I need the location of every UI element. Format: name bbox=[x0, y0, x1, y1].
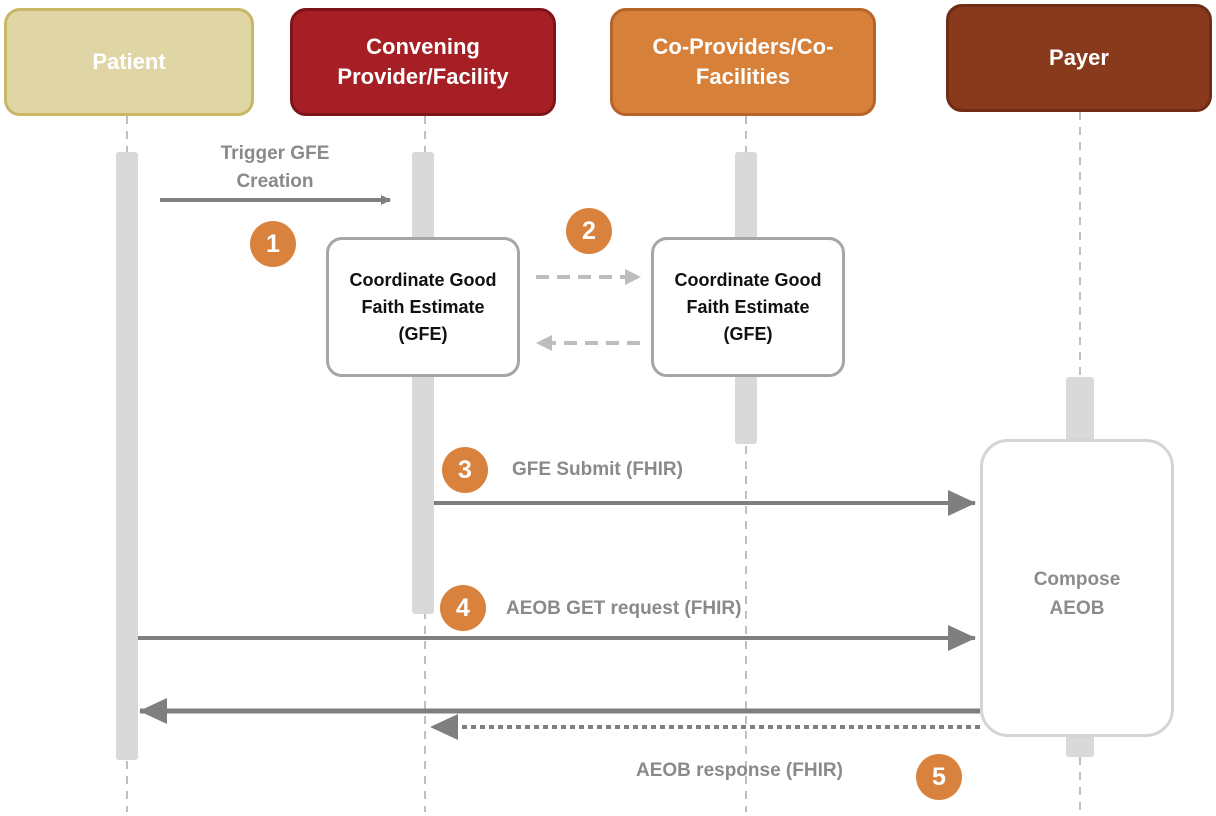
activation-bar-patient bbox=[116, 152, 138, 760]
label-gfe-submit: GFE Submit (FHIR) bbox=[512, 459, 683, 480]
label-aeob-get-request: AEOB GET request (FHIR) bbox=[506, 598, 742, 619]
compose-aeob-box: Compose AEOB bbox=[980, 439, 1174, 737]
step-badge-2: 2 bbox=[566, 208, 612, 254]
coordinate-gfe-box-convening: Coordinate Good Faith Estimate (GFE) bbox=[326, 237, 520, 377]
label-trigger-gfe-creation: Trigger GFE Creation bbox=[220, 143, 330, 192]
actor-patient: Patient bbox=[4, 8, 254, 116]
activation-bar-convening bbox=[412, 152, 434, 614]
actor-co-providers: Co-Providers/Co-Facilities bbox=[610, 8, 876, 116]
compose-aeob-text: Compose AEOB bbox=[1033, 569, 1121, 619]
step-badge-1: 1 bbox=[250, 221, 296, 267]
label-aeob-response: AEOB response (FHIR) bbox=[636, 760, 843, 781]
actor-payer: Payer bbox=[946, 4, 1212, 112]
coordinate-gfe-box-coproviders: Coordinate Good Faith Estimate (GFE) bbox=[651, 237, 845, 377]
coordinate-gfe-text: Coordinate Good Faith Estimate (GFE) bbox=[349, 269, 497, 344]
step-badge-3: 3 bbox=[442, 447, 488, 493]
step-badge-4: 4 bbox=[440, 585, 486, 631]
actor-convening-provider: Convening Provider/Facility bbox=[290, 8, 556, 116]
step-badge-5: 5 bbox=[916, 754, 962, 800]
coordinate-gfe-text: Coordinate Good Faith Estimate (GFE) bbox=[674, 269, 822, 344]
